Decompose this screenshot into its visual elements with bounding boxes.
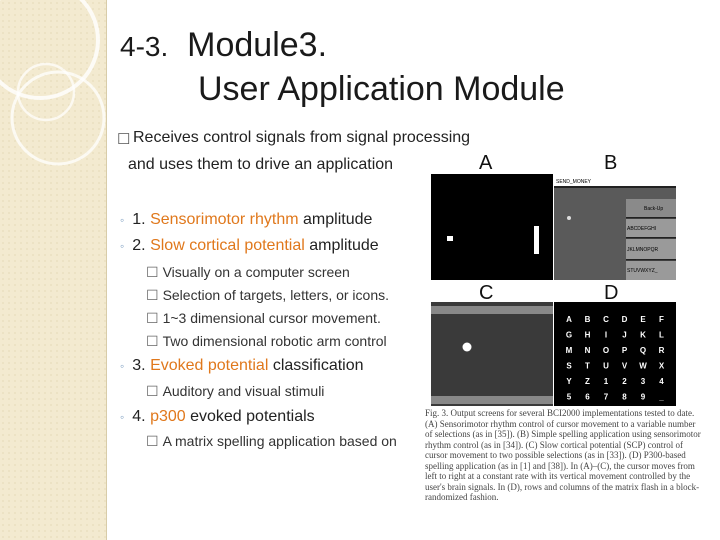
- figure-caption: Fig. 3. Output screens for several BCI20…: [425, 408, 701, 502]
- matrix-cell: 6: [585, 393, 590, 402]
- item-3-highlight: Evoked potential: [150, 357, 269, 374]
- cursor-dot: [447, 236, 453, 241]
- matrix-cell: I: [605, 331, 607, 340]
- matrix-cell: S: [566, 362, 572, 371]
- matrix-cell: M: [566, 346, 573, 355]
- matrix-cell: A: [566, 315, 572, 324]
- spell-text: SEND_MONEY: [556, 179, 592, 185]
- matrix-cell: B: [585, 315, 591, 324]
- screen-a: [431, 174, 553, 280]
- matrix-cell: P: [622, 346, 628, 355]
- matrix-cell: 3: [641, 377, 646, 386]
- square-bullet-icon: ☐: [146, 333, 159, 349]
- matrix-cell: X: [659, 362, 665, 371]
- cursor-ball: [462, 342, 472, 352]
- circle-bullet-icon: ◦: [120, 239, 125, 253]
- matrix-cell: K: [640, 331, 646, 340]
- matrix-cell: T: [585, 362, 590, 371]
- matrix-cell: V: [622, 362, 628, 371]
- square-bullet-icon: ☐: [146, 383, 159, 399]
- subitem-2-1: ☐Visually on a computer screen: [146, 264, 350, 280]
- matrix-cell: 9: [641, 393, 646, 402]
- matrix-cell: R: [659, 346, 665, 355]
- item-2-highlight: Slow cortical potential: [150, 237, 305, 254]
- matrix-cell: E: [640, 315, 646, 324]
- matrix-cell: 7: [604, 393, 609, 402]
- matrix-cell: _: [658, 393, 664, 402]
- square-bullet-icon: ☐: [146, 310, 159, 326]
- checkbox-bullet-icon: ☐: [117, 131, 131, 148]
- figure-label-d: D: [604, 282, 619, 304]
- subitem-3-1: ☐Auditory and visual stimuli: [146, 383, 325, 399]
- slide-title-line2: User Application Module: [198, 70, 565, 108]
- circle-bullet-icon: ◦: [120, 213, 125, 227]
- cursor-dot: [567, 216, 571, 220]
- item-1: ◦1. Sensorimotor rhythm amplitude: [120, 211, 373, 228]
- screen-b: SEND_MONEY Back-Up ABCDEFGHI JKLMNOPQR S…: [554, 174, 676, 280]
- matrix-cell: Y: [566, 377, 572, 386]
- slide-title-line1: 4-3. Module3.: [120, 26, 327, 65]
- option-jkl: JKLMNOPQR: [627, 247, 659, 253]
- matrix-cell: C: [603, 315, 609, 324]
- matrix-cell: 4: [659, 377, 664, 386]
- item-4: ◦4. p300 evoked potentials: [120, 408, 315, 425]
- matrix-cell: U: [603, 362, 609, 371]
- option-stu: STUVWXYZ_: [627, 268, 658, 274]
- subitem-2-3: ☐1~3 dimensional cursor movement.: [146, 310, 381, 326]
- circle-bullet-icon: ◦: [120, 410, 125, 424]
- matrix-cell: D: [622, 315, 628, 324]
- matrix-cell: H: [585, 331, 591, 340]
- decorative-sidebar: [0, 0, 106, 540]
- figure-label-c: C: [479, 282, 494, 304]
- matrix-cell: L: [659, 331, 664, 340]
- matrix-cell: W: [639, 362, 647, 371]
- matrix-cell: 2: [622, 377, 627, 386]
- square-bullet-icon: ☐: [146, 433, 159, 449]
- item-3: ◦3. Evoked potential classification: [120, 357, 364, 374]
- circle-bullet-icon: ◦: [120, 359, 125, 373]
- matrix-cell: Q: [640, 346, 646, 355]
- item-2: ◦2. Slow cortical potential amplitude: [120, 237, 379, 254]
- matrix-cell: 5: [567, 393, 572, 402]
- item-4-highlight: p300: [150, 408, 186, 425]
- matrix-cell: 1: [604, 377, 609, 386]
- item-1-highlight: Sensorimotor rhythm: [150, 211, 299, 228]
- target-bar: [534, 226, 539, 254]
- matrix-cell: J: [622, 331, 626, 340]
- matrix-cell: 8: [622, 393, 627, 402]
- matrix-cell: F: [659, 315, 664, 324]
- title-module: Module3.: [187, 26, 328, 64]
- title-number: 4-3.: [120, 31, 169, 62]
- subitem-4-1: ☐A matrix spelling application based on: [146, 433, 397, 449]
- subitem-2-4: ☐Two dimensional robotic arm control: [146, 333, 387, 349]
- subitem-2-2: ☐Selection of targets, letters, or icons…: [146, 287, 390, 303]
- intro-line1: Receives control signals from signal pro…: [133, 129, 471, 146]
- sidebar-divider: [106, 0, 107, 540]
- figure-label-a: A: [479, 152, 493, 174]
- matrix-cell: N: [585, 346, 591, 355]
- intro-line2: and uses them to drive an application: [128, 156, 394, 173]
- matrix-cell: G: [566, 331, 572, 340]
- option-backup: Back-Up: [644, 206, 663, 212]
- screen-c: [431, 302, 553, 406]
- matrix-cell: Z: [585, 377, 590, 386]
- figure-label-b: B: [604, 152, 618, 174]
- screen-d: A B C D E F G H I J K L M N O P Q R S T U V W X Y Z 1 2 3 4 5 6 7 8 9 _: [554, 302, 676, 406]
- square-bullet-icon: ☐: [146, 264, 159, 280]
- option-abc: ABCDEFGHI: [627, 226, 656, 232]
- matrix-cell: O: [603, 346, 609, 355]
- square-bullet-icon: ☐: [146, 287, 159, 303]
- sidebar-circles: [0, 0, 106, 166]
